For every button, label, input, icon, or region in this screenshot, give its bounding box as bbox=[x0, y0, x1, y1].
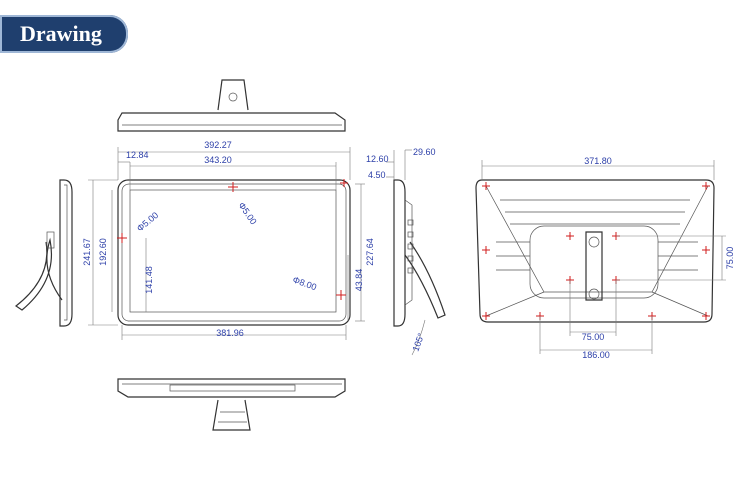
side-button bbox=[407, 267, 414, 274]
dim-side-depth-1: 12.60 bbox=[366, 154, 389, 164]
back-hole-marker bbox=[702, 182, 710, 190]
dim-hole-dia-3: Φ8.00 bbox=[291, 274, 318, 292]
drawing-title: Drawing bbox=[20, 21, 102, 46]
dim-hole-dia-1: Φ5.00 bbox=[135, 210, 160, 234]
back-hole-marker bbox=[482, 312, 490, 320]
side-button bbox=[407, 231, 414, 238]
dim-active-height: 192.60 bbox=[98, 238, 108, 266]
dim-side-depth-2: 29.60 bbox=[413, 147, 436, 157]
back-hole-marker bbox=[482, 182, 490, 190]
top-view bbox=[117, 79, 346, 132]
back-hole-marker bbox=[702, 312, 710, 320]
back-view: 371.80 75.00 186.00 75.00 bbox=[475, 156, 735, 360]
dim-active-width: 343.20 bbox=[204, 155, 232, 165]
dim-back-vesa-h: 75.00 bbox=[582, 332, 605, 342]
dim-hole-offset: 141.48 bbox=[144, 266, 154, 294]
hole-marker bbox=[117, 233, 127, 243]
dim-bezel-left: 12.84 bbox=[126, 150, 149, 160]
dim-tilt-angle: 105° bbox=[410, 331, 426, 352]
dim-bottom-offset: 43.84 bbox=[354, 269, 364, 292]
dim-side-depth-3: 4.50 bbox=[368, 170, 386, 180]
side-button bbox=[407, 255, 414, 262]
back-hole-marker bbox=[482, 246, 490, 254]
right-side-view: 12.60 29.60 4.50 105° bbox=[366, 147, 446, 356]
dim-back-width: 371.80 bbox=[584, 156, 612, 166]
dim-inner-height: 227.64 bbox=[365, 238, 375, 266]
hole-marker bbox=[336, 290, 346, 300]
bottom-view bbox=[117, 378, 346, 431]
dim-hole-dia-2: Φ5.00 bbox=[236, 200, 258, 226]
front-view: 392.27 12.84 343.20 241.67 192.60 141.48… bbox=[82, 140, 375, 340]
drawing-tab: Drawing bbox=[0, 15, 128, 53]
dim-back-span: 186.00 bbox=[582, 350, 610, 360]
left-side-view bbox=[14, 179, 73, 327]
side-button bbox=[407, 243, 414, 250]
dim-bottom-width: 381.96 bbox=[216, 328, 244, 338]
dim-outer-height: 241.67 bbox=[82, 238, 92, 266]
back-hole-marker bbox=[702, 246, 710, 254]
back-hole-marker bbox=[566, 232, 574, 240]
hole-marker bbox=[340, 179, 348, 187]
dim-back-vesa-v: 75.00 bbox=[725, 247, 735, 270]
dim-top-width: 392.27 bbox=[204, 140, 232, 150]
side-button bbox=[407, 219, 414, 226]
hole-marker bbox=[228, 182, 238, 192]
